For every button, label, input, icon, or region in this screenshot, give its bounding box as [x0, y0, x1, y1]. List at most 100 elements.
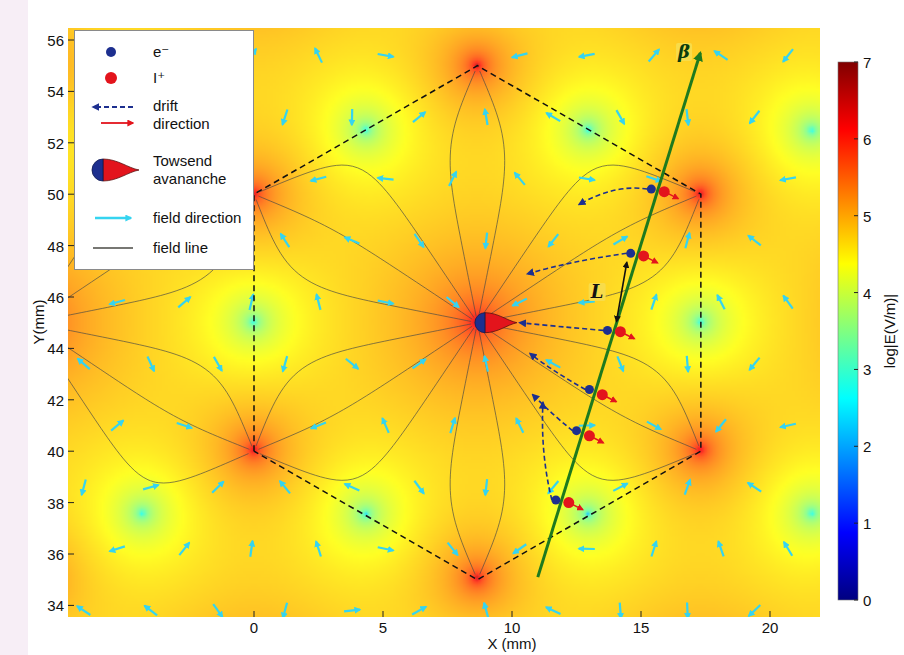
x-tick-label: 10 [504, 620, 521, 635]
y-tick-label: 52 [47, 135, 64, 150]
field-direction-arrow [616, 110, 624, 124]
ion [615, 326, 626, 337]
field-direction-arrow [214, 357, 222, 371]
colorbar-tick-label: 7 [863, 55, 871, 70]
y-tick [68, 297, 74, 298]
legend-sample [81, 237, 147, 259]
field-direction-arrow [345, 237, 360, 243]
field-direction-arrow [110, 546, 125, 551]
colorbar-tick-label: 4 [863, 285, 871, 300]
x-tick-label: 15 [633, 620, 650, 635]
field-direction-arrow [749, 605, 761, 616]
field-direction-arrow [378, 301, 394, 304]
x-axis-title: X (mm) [487, 636, 536, 651]
y-tick-label: 42 [47, 392, 64, 407]
y-tick [68, 554, 74, 555]
colorbar-tick [854, 446, 858, 447]
field-line [481, 328, 695, 480]
field-direction-arrow [780, 177, 796, 180]
ion [659, 186, 670, 197]
ion-drift [606, 397, 616, 402]
field-direction-arrow [78, 359, 90, 369]
field-line [260, 165, 474, 317]
colorbar-scale [838, 62, 858, 600]
field-direction-arrow [749, 358, 759, 370]
field-direction-arrow [283, 603, 287, 617]
electron-drift [542, 402, 551, 500]
field-direction-arrow [783, 49, 793, 62]
field-direction-arrow [283, 356, 287, 371]
field-direction-arrow [412, 607, 426, 615]
electron-drift [533, 395, 573, 431]
field-direction-arrow [579, 177, 595, 180]
legend-sample [81, 207, 147, 229]
electron-drift [527, 253, 626, 274]
field-direction-arrow [449, 172, 456, 186]
field-direction-arrow [213, 604, 222, 617]
ion [638, 250, 649, 261]
field-direction-arrow [485, 109, 488, 125]
page-margin [0, 0, 28, 655]
field-direction-arrow [280, 481, 290, 493]
electron [626, 249, 635, 258]
field-line [256, 324, 471, 446]
field-direction-arrow [613, 236, 627, 244]
field-line [481, 165, 695, 317]
x-tick-label: 5 [379, 620, 387, 635]
legend-sample [81, 67, 147, 89]
legend-sample [81, 41, 147, 63]
field-lines [68, 28, 820, 617]
colorbar-tick-label: 6 [863, 131, 871, 146]
y-tick-label: 44 [47, 341, 64, 356]
field-direction-arrow [515, 173, 525, 185]
legend-text: I⁺ [153, 69, 165, 87]
colorbar-tick [854, 600, 858, 601]
legend-field-line [93, 247, 133, 248]
field-direction-arrow [546, 607, 561, 614]
y-tick [68, 451, 74, 452]
field-direction-arrow [82, 479, 86, 494]
field-direction-arrow [110, 300, 125, 304]
avalanche-electrons [92, 159, 103, 181]
field-direction-arrow [685, 480, 690, 495]
field-direction-arrow [546, 113, 560, 121]
field-direction-arrow [780, 424, 796, 427]
field-direction-arrow [177, 423, 192, 428]
field-direction-arrow [513, 299, 527, 306]
y-tick [68, 348, 74, 349]
colorbar-tick-label: 2 [863, 439, 871, 454]
field-direction-arrow [687, 356, 688, 372]
field-direction-arrow [717, 295, 724, 309]
legend-box: e⁻I⁺drift directionTowsend avananchefiel… [74, 30, 254, 270]
legend-field-arrow [95, 217, 131, 219]
field-line [484, 200, 699, 322]
field-direction-arrow [784, 542, 792, 556]
y-tick-label: 34 [47, 598, 64, 613]
field-direction-arrow [485, 233, 487, 249]
x-tick [641, 611, 642, 617]
electron [585, 385, 594, 394]
colorbar-tick-label: 3 [863, 362, 871, 377]
colorbar-tick-label: 1 [863, 516, 871, 531]
electron [603, 326, 612, 335]
y-tick [68, 502, 74, 503]
ion [597, 389, 608, 400]
field-direction-arrow [345, 484, 360, 490]
field-direction-arrow [512, 53, 527, 57]
ion [584, 430, 595, 441]
field-direction-arrow [282, 109, 287, 124]
field-direction-arrow [716, 419, 726, 432]
field-direction-arrow [179, 543, 189, 555]
field-direction-arrow [315, 48, 322, 62]
electron [551, 496, 560, 505]
y-tick-label: 54 [47, 84, 64, 99]
spacing-arrow [616, 262, 626, 321]
field-direction-arrow [613, 483, 627, 490]
ion [563, 497, 574, 508]
legend-text: field line [153, 239, 208, 257]
legend-entry: field line [75, 237, 208, 259]
field-line [483, 196, 697, 319]
electron [647, 185, 656, 194]
field-direction-arrow [144, 606, 157, 616]
y-tick [68, 399, 74, 400]
